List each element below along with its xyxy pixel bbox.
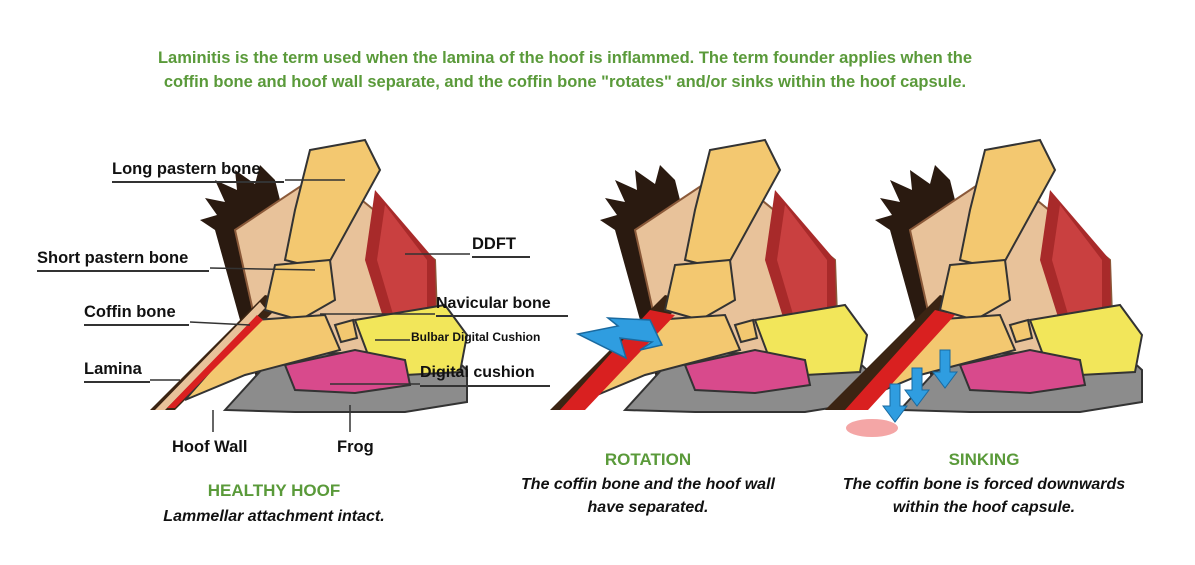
- sinking-hoof-illustration: [825, 140, 1142, 412]
- panel-title-rotation: ROTATION: [548, 450, 748, 470]
- underline-short-pastern: [37, 270, 209, 272]
- caption-sinking-line2: within the hoof capsule.: [819, 496, 1149, 519]
- underline-ddft: [472, 256, 530, 258]
- underline-long-pastern: [112, 181, 284, 183]
- label-navicular-bone: Navicular bone: [436, 295, 551, 313]
- sinking-bleed-mark: [846, 419, 898, 437]
- intro-text: Laminitis is the term used when the lami…: [140, 46, 990, 94]
- caption-rotation-line1: The coffin bone and the hoof wall: [493, 473, 803, 496]
- label-lamina: Lamina: [84, 360, 142, 379]
- underline-coffin-bone: [84, 324, 189, 326]
- label-hoof-wall: Hoof Wall: [172, 438, 247, 457]
- underline-lamina: [84, 381, 150, 383]
- underline-digital-cushion: [420, 385, 550, 387]
- caption-rotation-line2: have separated.: [493, 496, 803, 519]
- underline-navicular: [436, 315, 568, 317]
- label-long-pastern-bone: Long pastern bone: [112, 160, 261, 179]
- label-short-pastern-bone: Short pastern bone: [37, 249, 188, 268]
- label-coffin-bone: Coffin bone: [84, 303, 176, 322]
- panel-title-sinking: SINKING: [884, 450, 1084, 470]
- label-ddft: DDFT: [472, 235, 516, 254]
- rotation-hoof-illustration: [550, 140, 867, 412]
- label-bulbar-digital-cushion: Bulbar Digital Cushion: [411, 330, 540, 344]
- label-frog: Frog: [337, 438, 374, 457]
- caption-healthy: Lammellar attachment intact.: [124, 505, 424, 528]
- label-digital-cushion: Digital cushion: [420, 364, 535, 382]
- caption-sinking-line1: The coffin bone is forced downwards: [819, 473, 1149, 496]
- panel-title-healthy: HEALTHY HOOF: [174, 481, 374, 501]
